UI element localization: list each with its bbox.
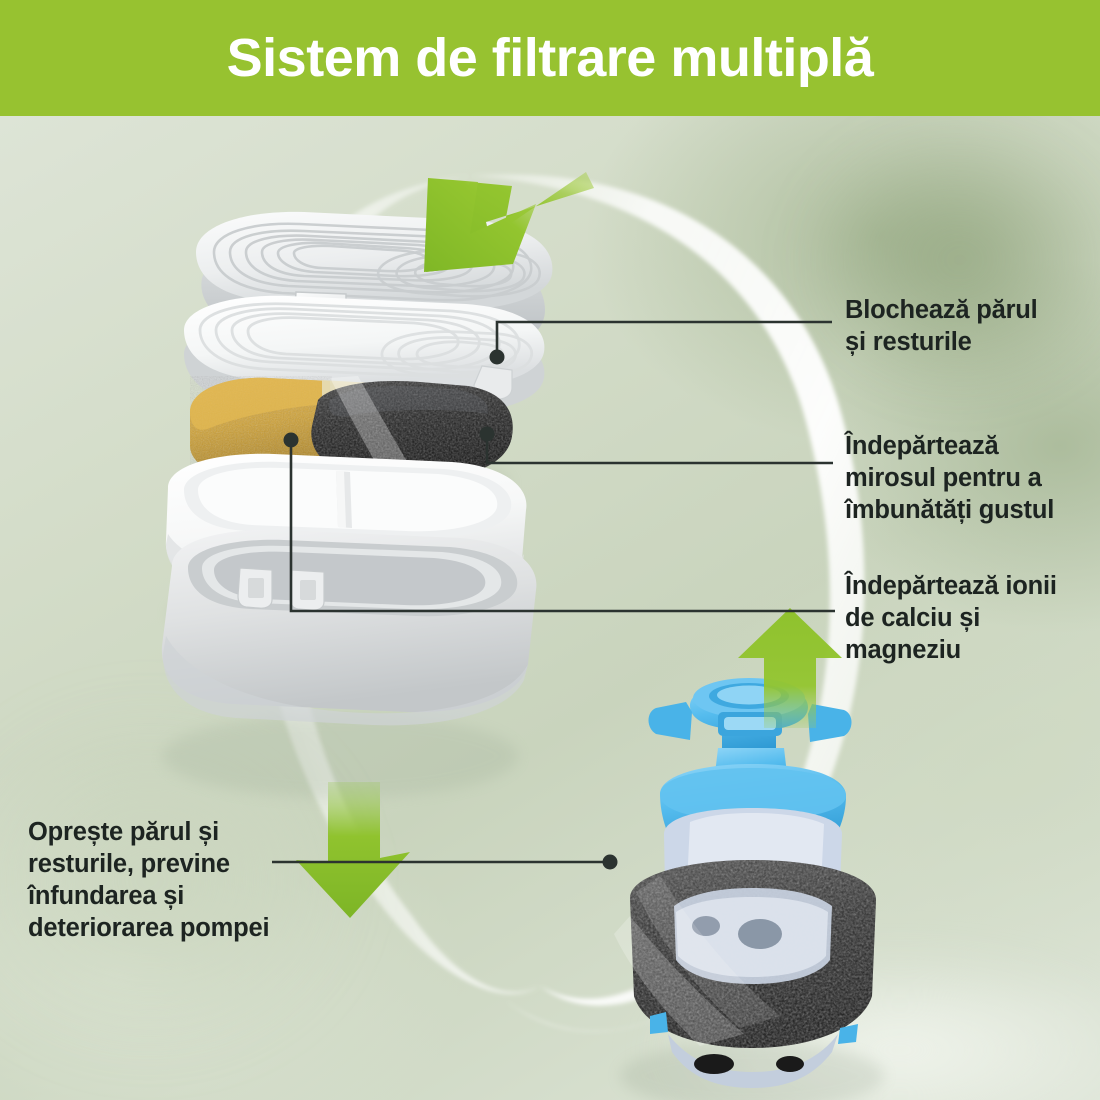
callout-line: îmbunătăți gustul: [845, 496, 1055, 525]
callout-line: înfundarea și: [28, 882, 185, 911]
callout-line: Oprește părul și: [28, 818, 219, 846]
callout-pump-sponge: Oprește părul și resturile, previne înfu…: [28, 816, 303, 945]
callout-line: resturile, previne: [28, 850, 230, 879]
header-bar: Sistem de filtrare multiplă: [0, 0, 1100, 116]
callout-line: Blochează părul: [845, 296, 1038, 324]
pump-assembly-group: [614, 678, 884, 1100]
callout-line: Îndepărtează ionii: [845, 572, 1057, 600]
callout-filter-mesh: Blochează părul și resturile: [845, 294, 1095, 358]
callout-line: magneziu: [845, 636, 962, 665]
page-title: Sistem de filtrare multiplă: [226, 28, 874, 88]
gray-filter-housing-group: [161, 529, 537, 798]
callout-line: și resturile: [845, 328, 972, 357]
callout-line: de calciu și: [845, 604, 981, 633]
arrow-top-inflow-icon: [424, 172, 594, 272]
callout-resin: Îndepărtează ionii de calciu și magneziu: [845, 570, 1095, 666]
callout-carbon: Îndepărtează mirosul pentru a îmbunătăți…: [845, 430, 1097, 526]
arrow-pump-upflow-icon: [738, 608, 842, 728]
callout-line: mirosul pentru a: [845, 464, 1042, 493]
callout-line: Îndepărtează: [845, 432, 999, 460]
background-leaf-shadow-top: [790, 120, 1100, 400]
callout-line: deteriorarea pompei: [28, 914, 270, 943]
arrow-bottom-left-outflow-icon: [296, 782, 410, 918]
